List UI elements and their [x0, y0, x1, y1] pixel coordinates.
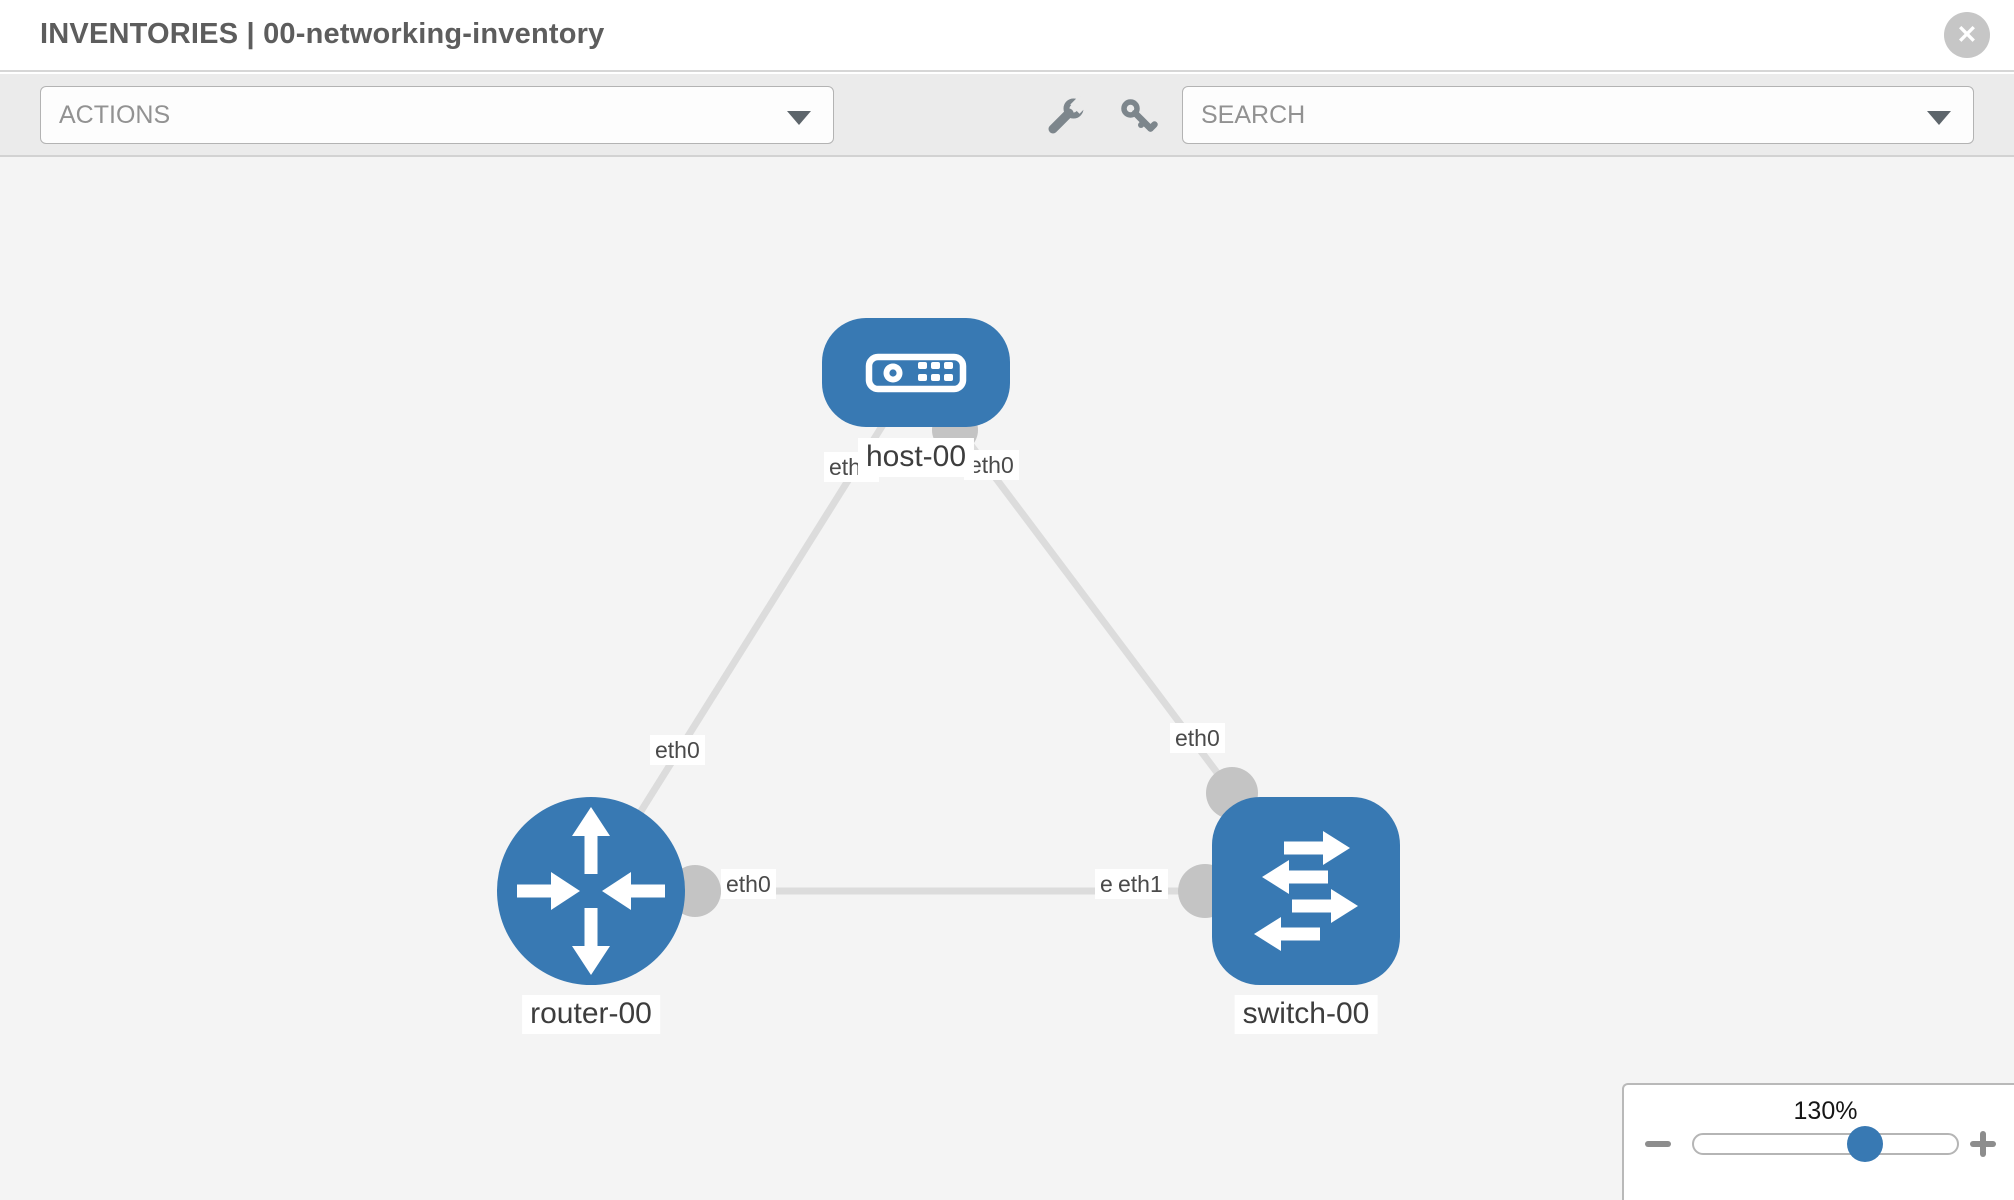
chevron-down-icon: [787, 111, 811, 125]
chevron-down-icon: [1927, 111, 1951, 125]
zoom-slider-handle[interactable]: [1847, 1126, 1883, 1162]
actions-dropdown[interactable]: ACTIONS: [40, 86, 834, 144]
zoom-control-panel: 130%: [1622, 1083, 2014, 1200]
node-host-00[interactable]: [822, 318, 1010, 427]
zoom-level-text: 130%: [1793, 1097, 1858, 1125]
topology-canvas[interactable]: eth0 eth0 eth0 eth0 eth0 eth0 eth1 host-…: [0, 157, 2014, 1200]
router-icon: [517, 807, 665, 975]
close-icon: ✕: [1956, 20, 1978, 49]
toolbar: ACTIONS SEARCH: [0, 74, 2014, 157]
zoom-slider-track[interactable]: [1692, 1133, 1959, 1155]
zoom-out-button[interactable]: [1640, 1126, 1676, 1162]
page-header: INVENTORIES | 00-networking-inventory ✕: [0, 0, 2014, 72]
node-label: router-00: [522, 995, 660, 1034]
search-dropdown-label: SEARCH: [1201, 100, 1306, 129]
page-title: INVENTORIES | 00-networking-inventory: [40, 18, 605, 50]
interface-label: eth0: [721, 869, 776, 900]
interface-label: eth1: [1113, 869, 1168, 900]
key-icon[interactable]: [1118, 96, 1158, 136]
topology-graph: [497, 318, 1400, 985]
wrench-icon[interactable]: [1046, 96, 1086, 136]
host-icon: [865, 353, 967, 393]
plus-icon-vbar: [1980, 1131, 1986, 1157]
interface-label: eth0: [1170, 723, 1225, 754]
node-router-00[interactable]: [497, 797, 685, 985]
zoom-in-button[interactable]: [1965, 1126, 2001, 1162]
switch-icon: [1254, 831, 1358, 951]
interface-label: eth0: [650, 735, 705, 766]
actions-dropdown-label: ACTIONS: [59, 100, 171, 129]
minus-icon: [1645, 1141, 1671, 1147]
close-button[interactable]: ✕: [1944, 12, 1990, 58]
search-dropdown[interactable]: SEARCH: [1182, 86, 1974, 144]
node-label: host-00: [857, 438, 975, 477]
node-switch-00[interactable]: [1212, 797, 1400, 985]
node-label: switch-00: [1234, 995, 1378, 1034]
toolbar-icons: [1046, 96, 1158, 136]
